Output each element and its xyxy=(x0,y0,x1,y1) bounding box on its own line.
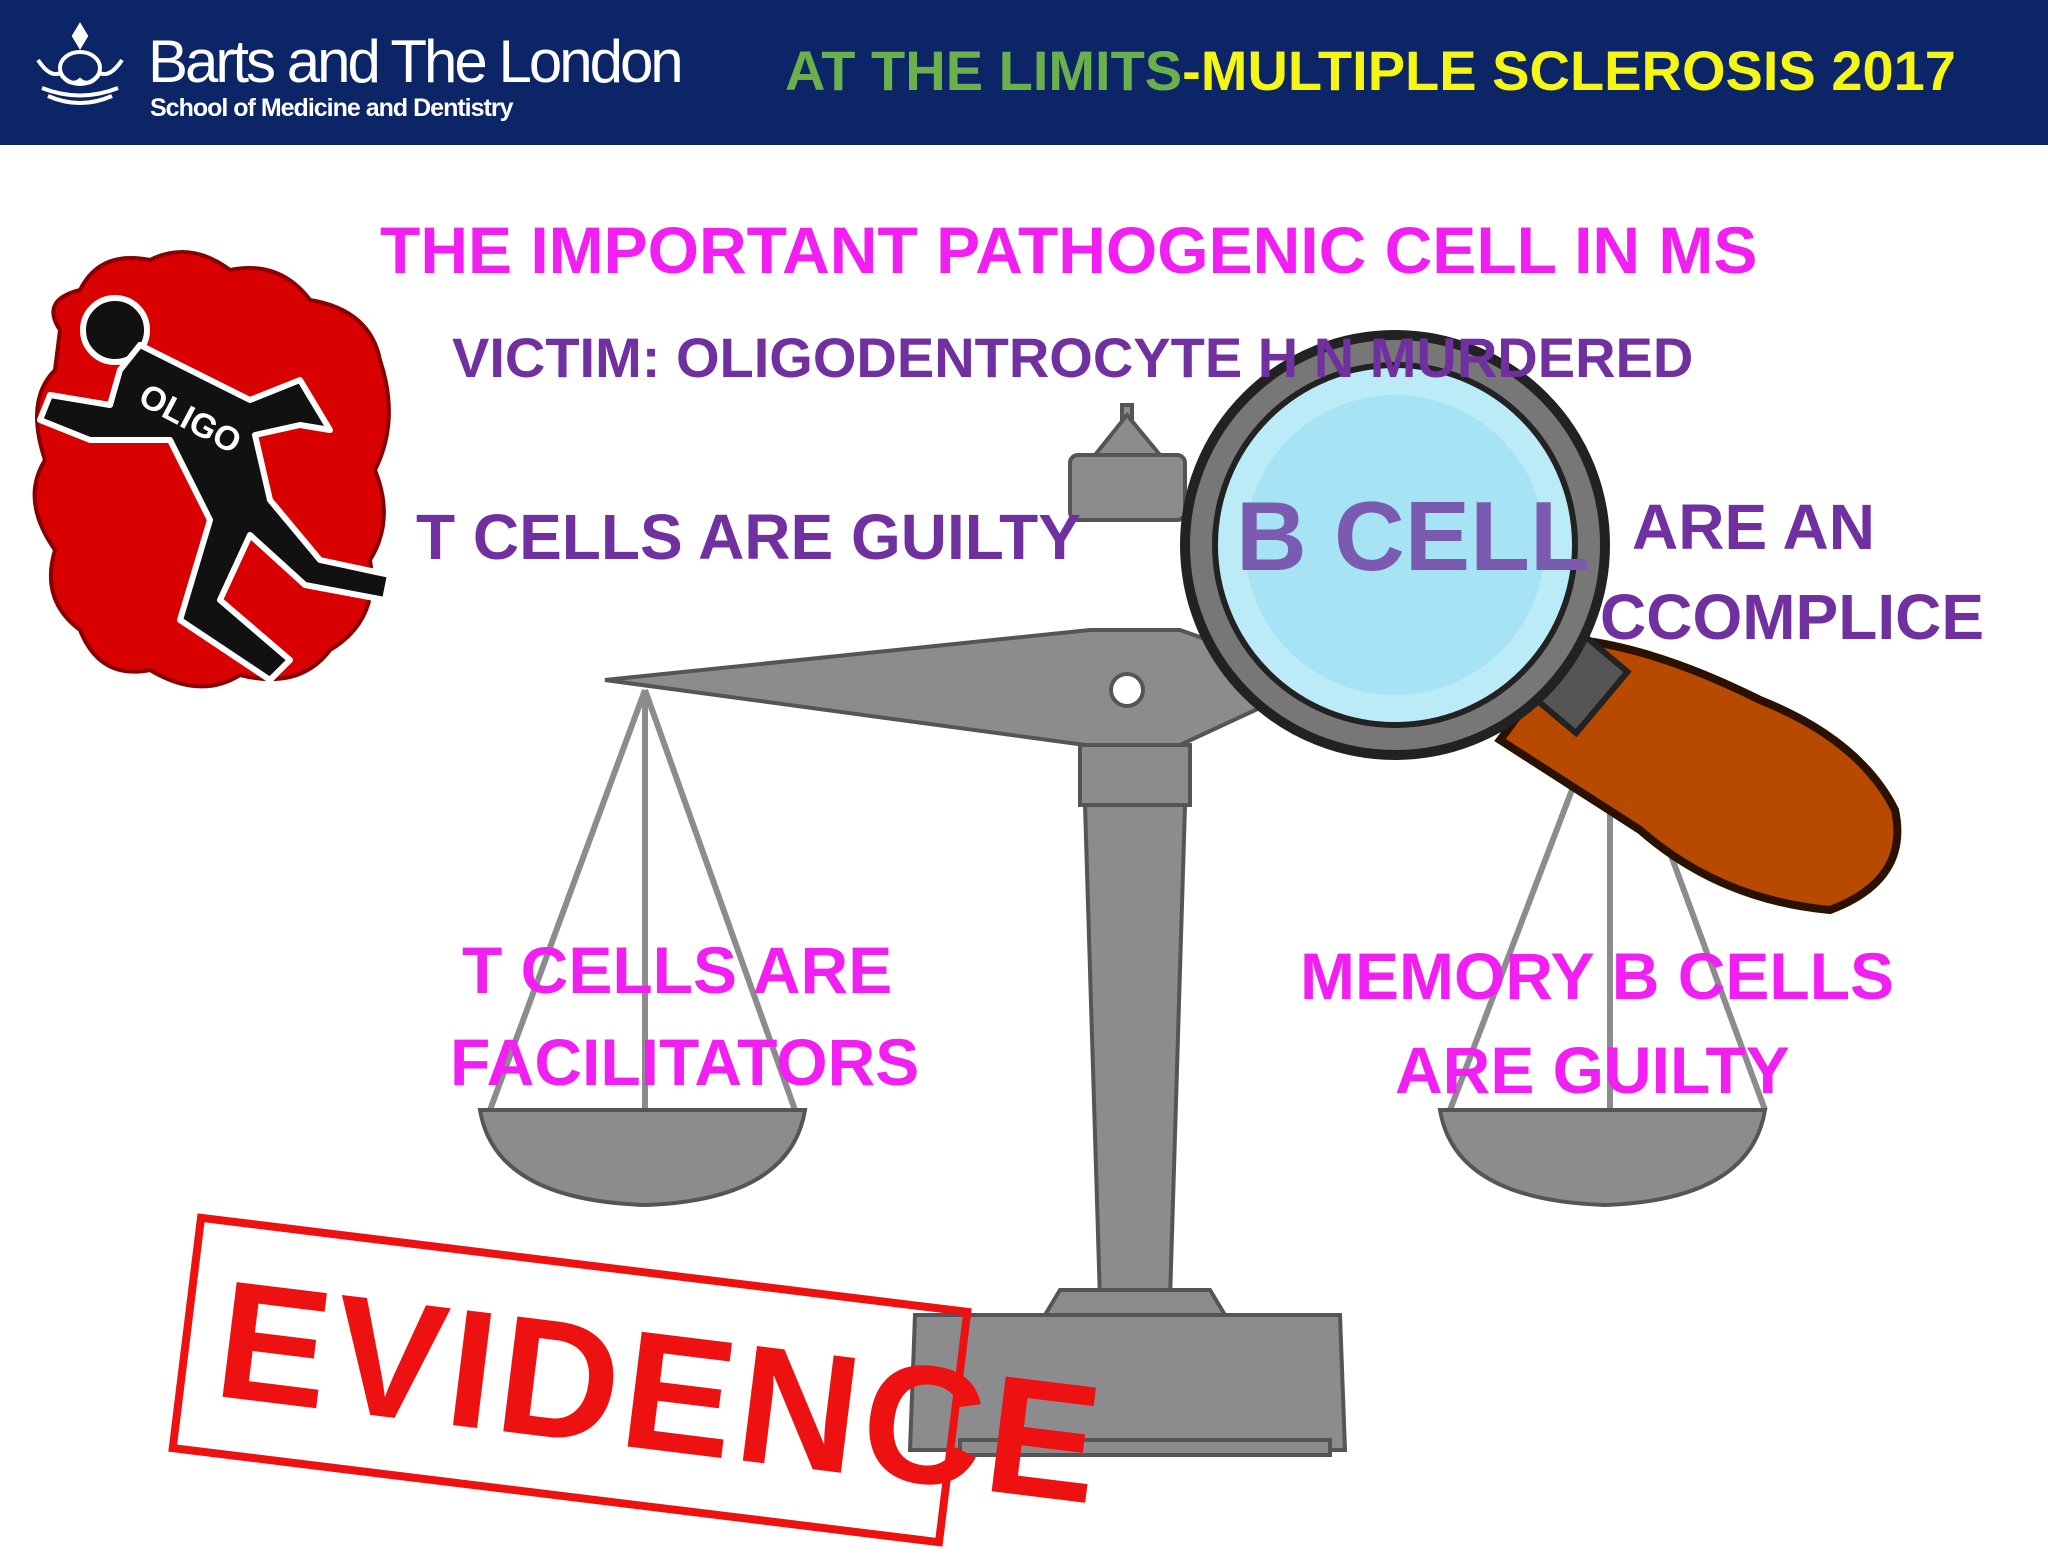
scales-of-justice-icon xyxy=(477,403,1768,1457)
b-cell-text: B CELL xyxy=(1236,481,1590,591)
memory-b-cells-line2: ARE GUILTY xyxy=(1395,1033,1790,1107)
institution-name: Barts and The London xyxy=(148,28,684,95)
conference-title-part1: AT THE LIMITS xyxy=(785,39,1183,102)
t-cells-facilitators-line1: T CELLS ARE xyxy=(462,933,893,1007)
accomplice-text: CCOMPLICE xyxy=(1600,581,1984,653)
are-an-text: ARE AN xyxy=(1632,491,1875,563)
chalk-outline-body-icon xyxy=(32,250,393,689)
institution-subtitle: School of Medicine and Dentistry xyxy=(150,94,513,122)
memory-b-cells-line1: MEMORY B CELLS xyxy=(1300,939,1895,1013)
t-cells-guilty-text: T CELLS ARE GUILTY xyxy=(416,501,1081,573)
victim-line: VICTIM: OLIGODENTROCYTE H N MURDERED xyxy=(452,326,1694,389)
crown-logo-icon xyxy=(36,22,124,105)
slide-title: THE IMPORTANT PATHOGENIC CELL IN MS xyxy=(380,213,1758,287)
conference-title-part2: -MULTIPLE SCLEROSIS 2017 xyxy=(1182,39,1956,102)
t-cells-facilitators-line2: FACILITATORS xyxy=(450,1025,920,1099)
header-bar: Barts and The London School of Medicine … xyxy=(0,0,2048,145)
conference-title: AT THE LIMITS-MULTIPLE SCLEROSIS 2017 xyxy=(785,38,1956,104)
magnifying-glass-icon xyxy=(1180,330,1902,915)
